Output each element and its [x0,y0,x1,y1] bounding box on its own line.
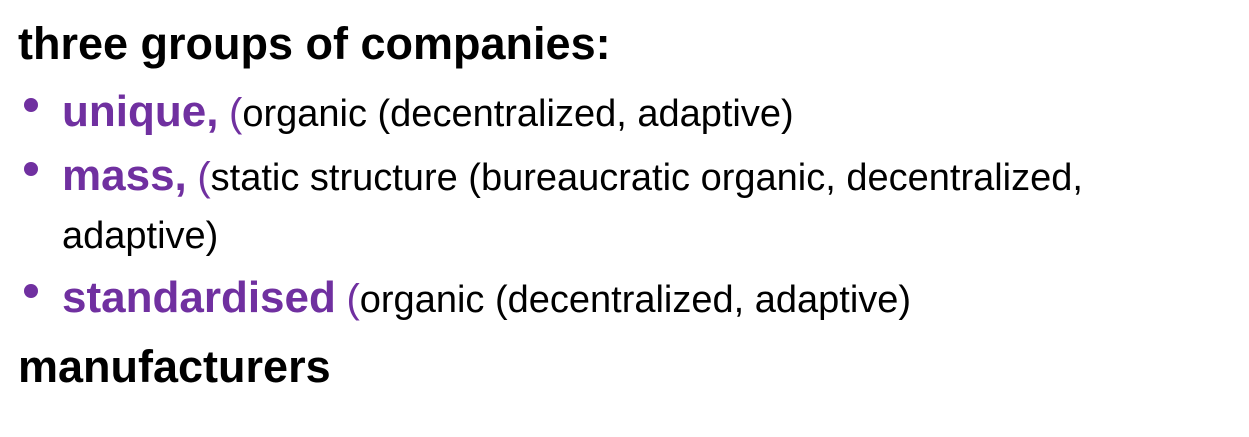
bullet-keyword: unique, [62,87,219,136]
bullet-item-mass: mass, (static structure (bureaucratic or… [0,147,1232,265]
bullet-description: organic (decentralized, adaptive) [359,279,912,321]
bullet-description-continued: adaptive) [62,215,219,257]
heading-top: three groups of companies: [18,18,611,69]
bullet-description: organic (decentralized, adaptive) [242,93,794,135]
bullet-open-paren: ( [346,277,360,321]
bullet-keyword: mass, [62,151,187,200]
bullet-dot-icon [24,162,38,176]
bullet-item-unique: unique, (organic (decentralized, adaptiv… [0,83,1232,143]
bullet-item-standardised: standardised (organic (decentralized, ad… [0,269,1232,329]
bullet-dot-icon [24,98,38,112]
bullet-keyword: standardised [62,273,336,322]
bullet-open-paren: ( [229,91,243,135]
heading-bottom: manufacturers [18,341,331,392]
bullet-open-paren: ( [197,155,211,199]
bullet-description: static structure (bureaucratic organic, … [210,157,1083,199]
bullet-dot-icon [24,284,38,298]
bullet-list: unique, (organic (decentralized, adaptiv… [0,83,1249,329]
